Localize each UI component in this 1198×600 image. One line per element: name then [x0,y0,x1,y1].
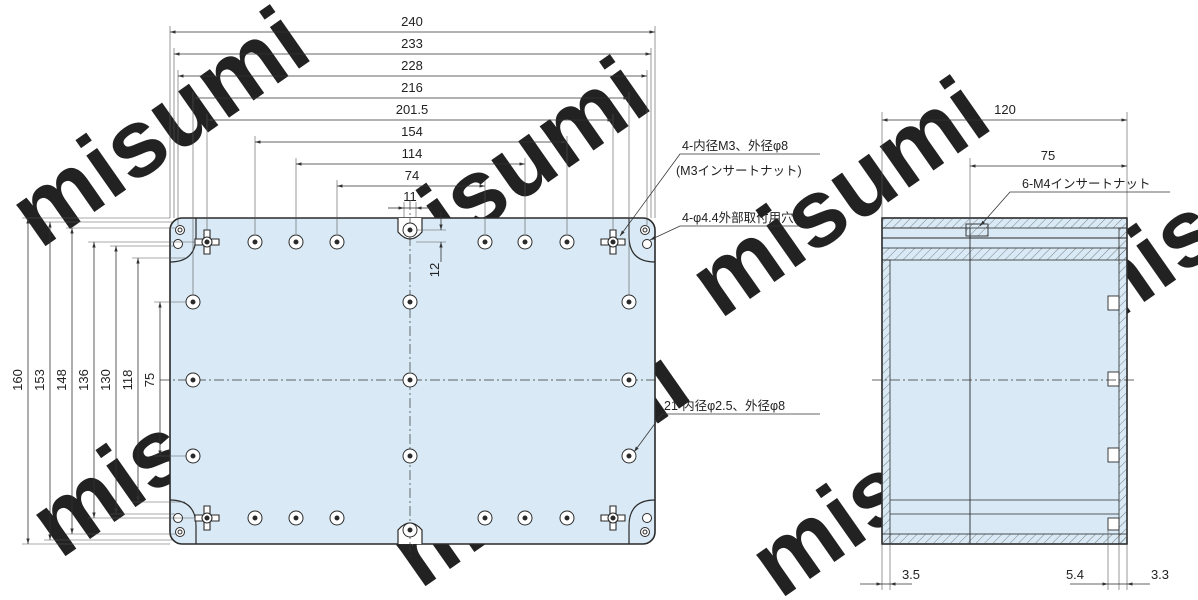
side-note: 6-M4インサートナット [979,177,1170,227]
dim-153: 153 [32,369,47,391]
dim-3-5: 3.5 [902,567,920,582]
side-right-wall [1118,227,1128,545]
corner-recess-tl [169,218,197,263]
dim-216: 216 [401,80,423,95]
side-top-wall [881,217,1128,229]
corner-recess-bl [169,499,197,544]
dim-11: 11 [403,189,417,204]
height-dimension-labels: 160 153 148 136 130 118 75 [10,369,157,391]
side-extension-lines [881,112,1128,590]
note-insert-nut-line2: (M3インサートナット) [676,164,802,178]
dim-114: 114 [402,146,423,161]
dim-148: 148 [54,369,69,391]
side-dimension-labels: 120 75 3.5 5.4 3.3 [902,102,1169,582]
side-lid-band [881,247,1128,261]
side-bottom-wall [881,533,1128,545]
front-view: 240 233 228 216 201.5 154 114 74 11 12 [10,14,820,560]
side-dimension-lines [860,118,1150,586]
side-left-wall [881,259,891,545]
width-dimension-labels: 240 233 228 216 201.5 154 114 74 11 [396,14,429,204]
dim-75-side: 75 [1041,148,1055,163]
width-dimension-lines [170,30,655,188]
cover-holes [185,222,637,538]
side-view: 120 75 3.5 5.4 3.3 6-M4インサートナット [860,102,1170,590]
side-body-outline [881,217,1128,545]
corner-recess-br [628,499,656,544]
note-cover-holes: 21-内径φ2.5、外径φ8 [664,399,785,413]
note-insert-nut-line1: 4-内径M3、外径φ8 [682,139,788,153]
dim-201-5: 201.5 [396,102,429,117]
dim-12-group: 12 [416,212,446,277]
dim-160: 160 [10,369,25,391]
front-notes: 4-内径M3、外径φ8 (M3インサートナット) 4-φ4.4外部取付用穴 21… [619,139,820,453]
dim-233: 233 [401,36,423,51]
note-m4-insert-nut: 6-M4インサートナット [1022,177,1150,191]
side-insert-nuts [965,223,1120,531]
insert-nuts [194,229,626,531]
dim-130: 130 [98,369,113,391]
dim-154: 154 [401,124,423,139]
dim-228: 228 [401,58,423,73]
dim-3-3: 3.3 [1151,567,1169,582]
height-dimension-lines [26,218,162,544]
dim-75-vertical: 75 [142,373,157,387]
note-mount-holes: 4-φ4.4外部取付用穴 [682,210,794,225]
width-extension-lines [169,26,656,295]
dim-136: 136 [76,369,91,391]
dim-74: 74 [405,168,419,183]
height-extension-lines [22,217,195,545]
dim-120: 120 [994,102,1016,117]
dim-5-4: 5.4 [1066,567,1084,582]
dim-118: 118 [120,370,135,391]
dim-12: 12 [427,263,442,277]
dim-240: 240 [401,14,423,29]
